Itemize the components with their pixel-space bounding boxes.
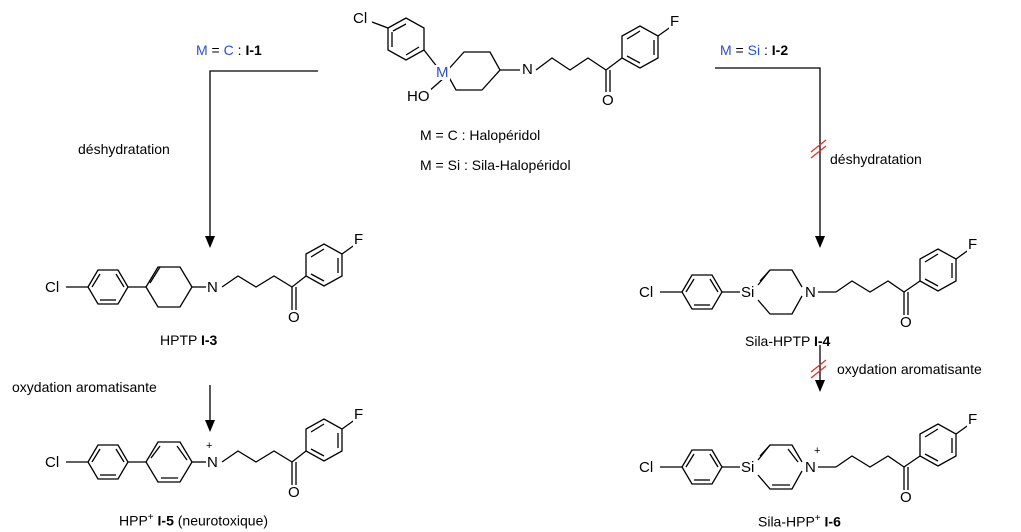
hpp-f-atom: F: [353, 406, 365, 423]
sila-hpp-o-atom: O: [899, 489, 913, 506]
sila-hpp-cl-atom: Cl: [638, 459, 655, 476]
blocked-mark-2a: [810, 359, 827, 373]
hptp-n-atom: N: [206, 279, 219, 296]
left-branch-code: I-1: [245, 42, 262, 58]
right-branch-label: M = Si : I-2: [720, 43, 788, 57]
hptp-name: HPTP: [160, 332, 201, 348]
right-step-dehydration: déshydratation: [830, 151, 922, 167]
left-step-dehydration: déshydratation: [78, 141, 170, 157]
right-arrow-main: [715, 67, 821, 236]
center-n-atom: N: [521, 61, 534, 78]
sila-hpp-sup: +: [814, 513, 821, 524]
hpp-o-atom: O: [287, 484, 301, 501]
caption-hptp: HPTP I-3: [160, 333, 217, 347]
hptp-o-atom: O: [287, 309, 301, 326]
left-branch-sep: :: [233, 42, 246, 58]
left-branch-m: M: [196, 42, 208, 58]
sila-hptp-si-atom: Si: [740, 284, 756, 301]
left-branch-element: C: [223, 42, 234, 58]
caption-c-prefix: M = C :: [420, 127, 470, 143]
right-arrow-head-1: [815, 236, 825, 248]
blocked-mark-1a: [810, 139, 827, 153]
hptp-f-atom: F: [353, 231, 365, 248]
right-branch-m: M: [720, 42, 732, 58]
left-step-oxidation: oxydation aromatisante: [12, 379, 157, 395]
sila-hpp-name: Sila-HPP: [758, 513, 815, 530]
sila-hpp-code: I-6: [820, 513, 841, 530]
left-arrow-head-1: [205, 236, 215, 248]
hptp-cl-atom: Cl: [44, 279, 61, 296]
sila-hptp-o-atom: O: [899, 314, 913, 331]
right-branch-eq: =: [731, 42, 748, 58]
right-arrow-head-2: [815, 380, 825, 392]
caption-si-name: Sila-Halopéridol: [471, 157, 571, 173]
caption-si-prefix: M = Si :: [420, 157, 472, 173]
caption-sila-hptp: Sila-HPTP I-4: [745, 334, 830, 348]
right-step-oxidation: oxydation aromatisante: [837, 361, 982, 377]
right-branch-element: Si: [747, 42, 761, 58]
caption-sila-hpp: Sila-HPP+ I-6: [758, 514, 841, 529]
left-arrow-head-2: [205, 420, 215, 432]
left-branch-eq: =: [207, 42, 224, 58]
hpp-code: I-5: [153, 512, 174, 529]
sila-hptp-structure: [660, 248, 971, 315]
caption-haloperidol: M = C : Halopéridol: [420, 128, 540, 142]
sila-hptp-n-atom: N: [804, 284, 817, 301]
hptp-code: I-3: [200, 332, 218, 348]
sila-hptp-name: Sila-HPTP: [745, 333, 814, 349]
center-ho-atom: HO: [406, 88, 431, 105]
blocked-mark-1b: [810, 145, 827, 159]
blocked-marks: [810, 139, 827, 379]
caption-sila-haloperidol: M = Si : Sila-Halopéridol: [420, 158, 571, 172]
caption-c-name: Halopéridol: [469, 127, 541, 143]
sila-hptp-code: I-4: [813, 333, 831, 349]
hpp-n-atom: N: [206, 454, 219, 471]
blocked-mark-2b: [810, 365, 827, 379]
center-f-atom: F: [669, 13, 681, 30]
sila-hpp-n-atom: N: [804, 459, 817, 476]
caption-hpp: HPP+ I-5 (neurotoxique): [119, 513, 268, 528]
sila-hpp-plus-charge: +: [814, 445, 821, 457]
right-branch-code: I-2: [771, 42, 789, 58]
hpp-cl-atom: Cl: [44, 454, 61, 471]
center-cl-atom: Cl: [352, 10, 369, 27]
left-arrow-main: [209, 70, 318, 236]
hptp-structure: [66, 243, 357, 310]
sila-hpp-f-atom: F: [967, 411, 979, 428]
center-o-atom: O: [601, 92, 615, 109]
sila-hpp-structure: [660, 423, 971, 490]
center-m-atom: M: [435, 64, 450, 81]
sila-hpp-si-atom: Si: [740, 459, 756, 476]
hpp-sup: +: [147, 512, 154, 523]
left-branch-label: M = C : I-1: [196, 43, 262, 57]
sila-hptp-cl-atom: Cl: [638, 284, 655, 301]
right-branch-sep: :: [760, 42, 772, 58]
hpp-plus-charge: +: [206, 440, 213, 452]
sila-hptp-f-atom: F: [967, 236, 979, 253]
hpp-name: HPP: [119, 512, 148, 529]
hpp-note: (neurotoxique): [173, 512, 269, 529]
haloperidol-structure: [371, 17, 673, 93]
